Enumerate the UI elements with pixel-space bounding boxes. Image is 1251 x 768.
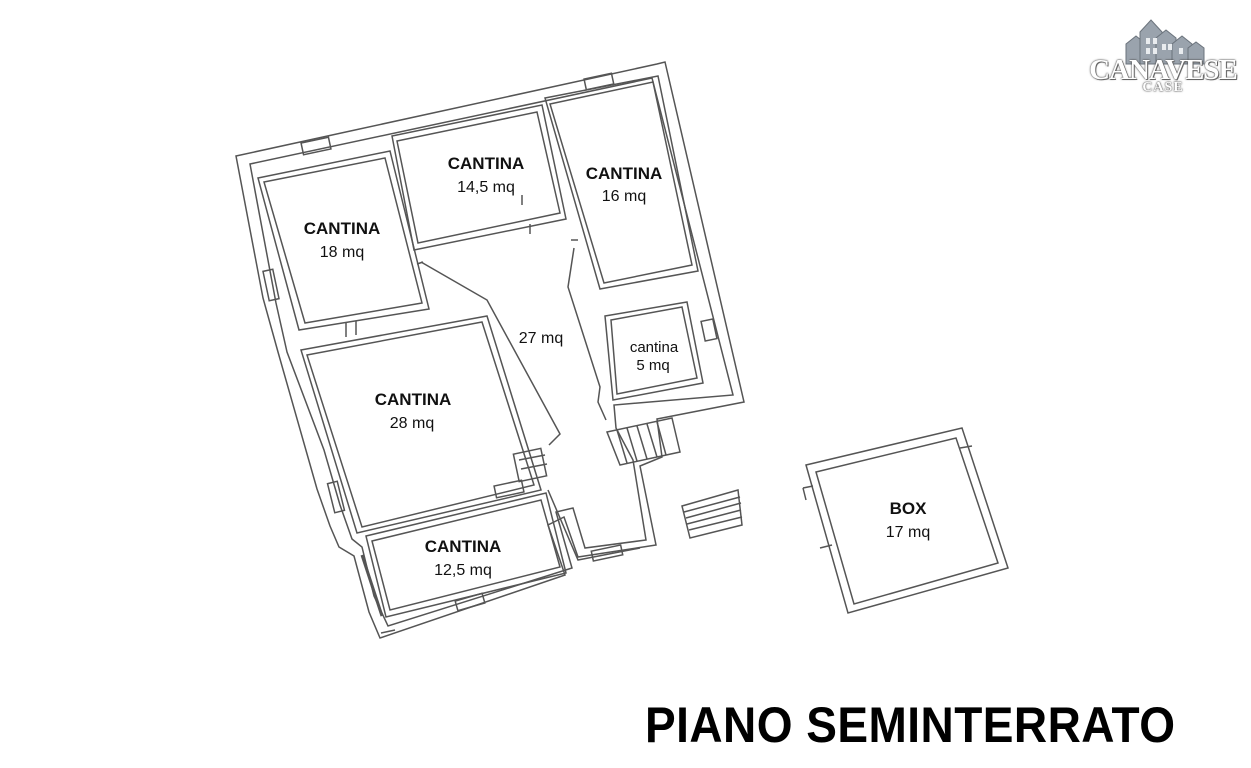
wall-cantina-16 (544, 75, 699, 290)
wall-cantina-14 (391, 104, 567, 251)
cantina-12-area: 12,5 mq (434, 562, 492, 579)
cantina-28-area: 28 mq (390, 415, 434, 432)
corridor-area: 27 mq (519, 330, 563, 347)
cantina-5-name: cantina (630, 339, 679, 356)
wall-cantina-5 (604, 301, 704, 401)
wall-cantina-18 (257, 150, 430, 331)
cantina-12-name: CANTINA (425, 537, 502, 556)
cantina-28-name: CANTINA (375, 390, 452, 409)
stairs-small (493, 447, 548, 499)
cantina-18-area: 18 mq (320, 244, 364, 261)
wall-cantina-18-inner (263, 157, 423, 324)
box-name: BOX (890, 499, 928, 518)
cantina-14-area: 14,5 mq (457, 179, 515, 196)
box-door-tick (802, 487, 807, 501)
window-right-1 (700, 318, 718, 342)
box-door-tick (959, 445, 973, 449)
cantina-16-name: CANTINA (586, 164, 663, 183)
wall-cantina-14-inner (396, 111, 561, 244)
cantina-14-name: CANTINA (448, 154, 525, 173)
box-door-tick (819, 544, 833, 549)
company-logo: CANAVESE CASE (1088, 14, 1238, 100)
plan-walls (235, 61, 1009, 639)
window-bottom-1 (454, 592, 486, 612)
wall-cantina-12-inner (371, 499, 561, 611)
wall-corridor-left (420, 261, 561, 446)
box-wall-outer (805, 427, 1009, 614)
wall-cantina-5-inner (610, 306, 698, 395)
wall-corridor-bottom (547, 489, 641, 561)
plan-title: PIANO SEMINTERRATO (645, 697, 1176, 753)
cantina-5-area: 5 mq (636, 357, 669, 374)
box-wall-inner (815, 437, 999, 605)
door-tick (380, 629, 396, 634)
door-tick (416, 261, 424, 265)
logo-name: CANAVESE (1089, 54, 1238, 86)
box-area: 17 mq (886, 524, 930, 541)
cantina-18-name: CANTINA (304, 219, 381, 238)
window-left-1 (262, 268, 280, 302)
window-left-3 (360, 554, 384, 617)
window-top-1 (300, 136, 332, 156)
window-top-2 (583, 72, 615, 91)
wall-cantina-12 (365, 492, 567, 618)
outer-wall-inner (249, 77, 734, 627)
stairs-inner (605, 417, 681, 466)
box-door-tick (802, 485, 814, 489)
cantina-16-area: 16 mq (602, 188, 646, 205)
wall-cantina-28-inner (306, 321, 535, 528)
wall-corridor-right (567, 247, 607, 421)
wall-cantina-28 (300, 315, 542, 534)
window-left-2 (326, 480, 346, 514)
house-skyline-icon (1125, 19, 1205, 65)
logo-sub: CASE (1142, 80, 1184, 95)
room-labels: CANTINA 18 mq CANTINA 14,5 mq CANTINA 16… (304, 154, 930, 579)
stairs-outer (681, 489, 743, 539)
wall-cantina-16-inner (549, 81, 693, 284)
window-bottom-2 (590, 544, 624, 562)
